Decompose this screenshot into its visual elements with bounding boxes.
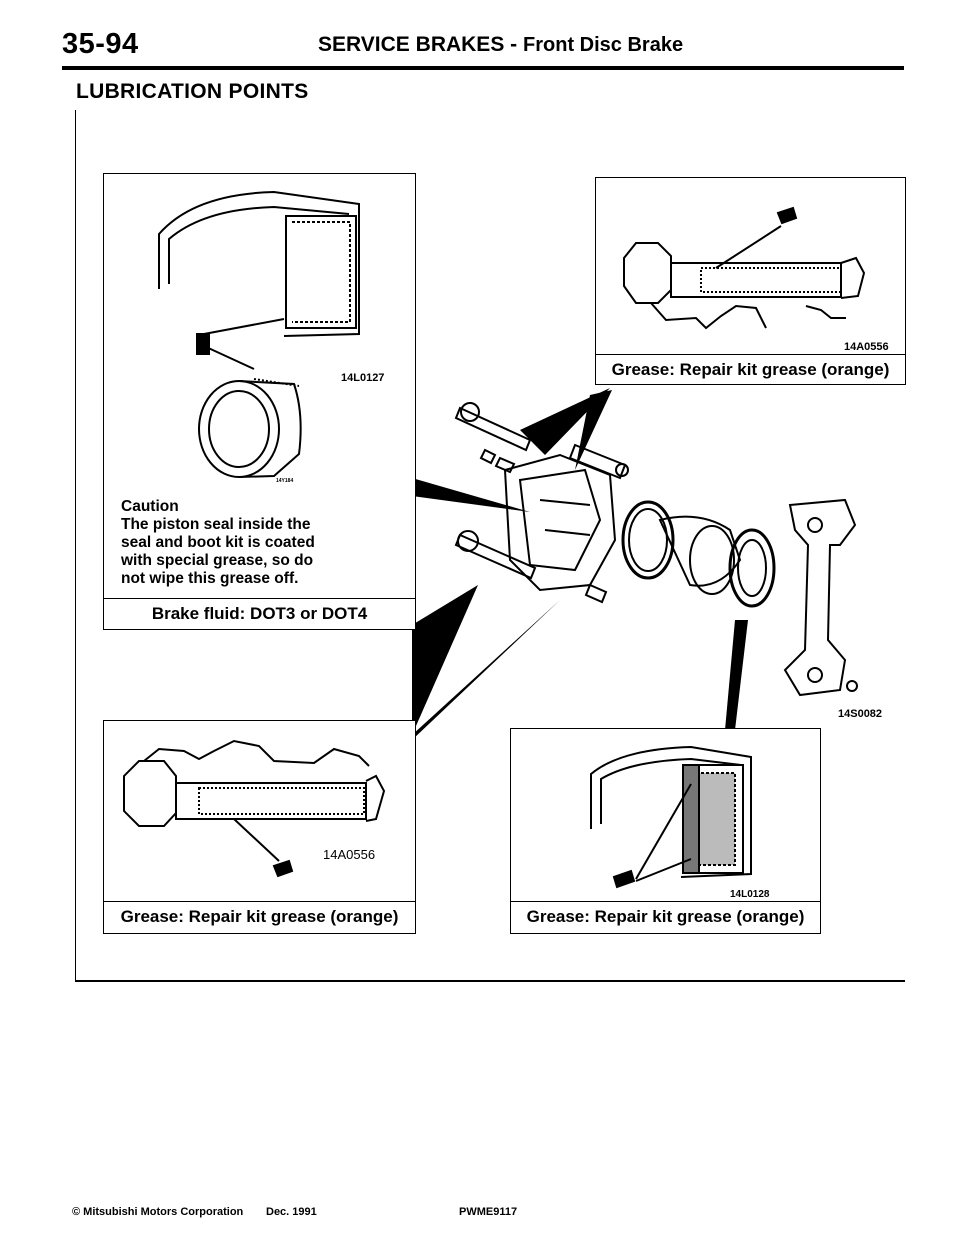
guide-pin-lower-diagram <box>123 739 386 878</box>
boot-seal-caption: Grease: Repair kit grease (orange) <box>511 901 820 932</box>
guide-pin-lower-caption: Grease: Repair kit grease (orange) <box>104 901 415 932</box>
piston-seal-diagram <box>158 190 360 478</box>
subsection-name: Front Disc Brake <box>523 34 684 56</box>
header-rule <box>62 66 904 70</box>
panel-piston-seal: 14L0127 14Y184 Caution The piston seal i… <box>103 173 416 630</box>
footer-date: Dec. 1991 <box>266 1206 317 1218</box>
page-number: 35-94 <box>62 28 139 60</box>
guide-pin-upper-caption: Grease: Repair kit grease (orange) <box>596 354 905 385</box>
panel-guide-pin-upper: 14A0556 Grease: Repair kit grease (orang… <box>595 177 906 385</box>
guide-pin-upper-diagram <box>623 206 866 330</box>
section-name: SERVICE BRAKES <box>318 33 505 56</box>
boot-seal-diagram <box>590 745 752 889</box>
bottom-rule <box>75 980 905 982</box>
footer-copyright: © Mitsubishi Motors Corporation <box>72 1206 244 1218</box>
caution-line: seal and boot kit is coated <box>121 534 315 551</box>
page-heading: LUBRICATION POINTS <box>76 80 309 103</box>
footer-doc-code: PWME9117 <box>459 1206 518 1218</box>
panel-guide-pin-lower: 14A0556 Grease: Repair kit grease (orang… <box>103 720 416 934</box>
piston-seal-part-number: 14L0127 <box>341 372 385 384</box>
center-diagram-part-number: 14S0082 <box>838 708 883 720</box>
boot-seal-part-number: 14L0128 <box>730 889 770 900</box>
guide-pin-lower-part-number: 14A0556 <box>323 847 376 862</box>
section-title: SERVICE BRAKES - Front Disc Brake <box>318 33 683 57</box>
left-margin-rule <box>75 110 76 980</box>
caution-title: Caution <box>121 498 179 515</box>
guide-pin-upper-part-number: 14A0556 <box>844 341 889 353</box>
brake-fluid-caption: Brake fluid: DOT3 or DOT4 <box>104 598 415 629</box>
caution-line: with special grease, so do <box>121 552 314 569</box>
piston-seal-small-code: 14Y184 <box>276 478 294 484</box>
title-separator: - <box>510 33 518 56</box>
caution-note: Caution The piston seal inside the seal … <box>121 498 411 588</box>
panel-boot-seal: 14L0128 Grease: Repair kit grease (orang… <box>510 728 821 934</box>
caution-line: not wipe this grease off. <box>121 570 299 587</box>
caution-line: The piston seal inside the <box>121 516 311 533</box>
